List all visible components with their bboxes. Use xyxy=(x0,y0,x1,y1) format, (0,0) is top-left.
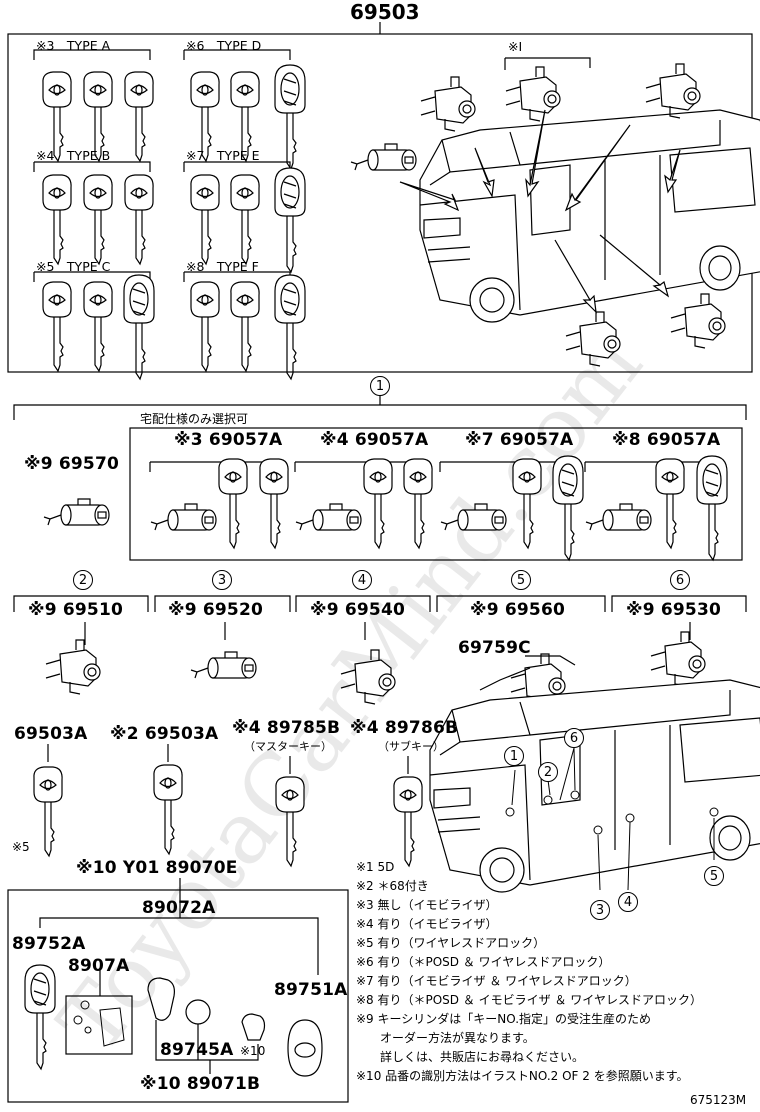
top-part-number: 69503 xyxy=(350,0,420,24)
callout-circle: 6 xyxy=(564,728,584,748)
note-line: ※1 5D xyxy=(356,860,395,874)
part-number: ※2 69503A xyxy=(110,724,219,744)
key-type-label: ※6 TYPE D xyxy=(186,38,262,53)
note-line: オーダー方法が異なります。 xyxy=(356,1031,535,1045)
part-number: ※9 69570 xyxy=(24,454,120,474)
note-line: ※4 有り（イモビライザ） xyxy=(356,917,498,931)
part-number: ※9 69540 xyxy=(310,600,406,620)
key-sub-label: （マスターキー） xyxy=(244,740,332,753)
callout-circle: 1 xyxy=(504,746,524,766)
illustration-code: 675123M xyxy=(690,1093,747,1107)
kit-heading: 宅配仕様のみ選択可 xyxy=(140,412,249,426)
note-line: ※8 有り（＊POSD ＆ イモビライザ ＆ ワイヤレスドアロック） xyxy=(356,993,702,1007)
key-sub-label: （サブキー） xyxy=(378,740,444,753)
key-type-label: ※8 TYPE F xyxy=(186,259,259,274)
part-number: ※10 89071B xyxy=(140,1074,261,1094)
note-line: ※7 有り（イモビライザ ＆ ワイヤレスドアロック） xyxy=(356,974,637,988)
note-ref-label: ※10 xyxy=(240,1044,266,1058)
part-number: ※7 69057A xyxy=(465,430,574,450)
callout-circle: 1 xyxy=(370,376,390,396)
part-number: 89072A xyxy=(142,898,216,918)
part-number: ※9 69530 xyxy=(626,600,722,620)
note-line: ※5 有り（ワイヤレスドアロック） xyxy=(356,936,546,950)
note-line: 詳しくは、共販店にお尋ねください。 xyxy=(356,1050,585,1064)
note-ref-label: ※I xyxy=(508,39,523,54)
part-number: ※9 69560 xyxy=(470,600,566,620)
note-ref-label: ※5 xyxy=(12,840,30,854)
callout-circle: 4 xyxy=(618,892,638,912)
key-type-label: ※3 TYPE A xyxy=(36,38,111,53)
part-number: ※4 69057A xyxy=(320,430,429,450)
part-number: 69759C xyxy=(458,638,531,658)
part-number: ※9 69510 xyxy=(28,600,124,620)
part-number: 69503A xyxy=(14,724,88,744)
part-number: 89745A xyxy=(160,1040,234,1060)
callout-circle: 5 xyxy=(704,866,724,886)
note-line: ※6 有り（＊POSD ＆ ワイヤレスドアロック） xyxy=(356,955,611,969)
part-number: ※4 89785B xyxy=(232,718,341,738)
callout-circle: 2 xyxy=(73,570,93,590)
note-line: ※10 品番の識別方法はイラストNO.2 OF 2 を参照願います。 xyxy=(356,1069,689,1083)
part-number: ※4 89786B xyxy=(350,718,459,738)
callout-circle: 5 xyxy=(511,570,531,590)
part-number: ※10 Y01 89070E xyxy=(76,858,238,878)
callout-circle: 2 xyxy=(538,762,558,782)
key-type-label: ※5 TYPE C xyxy=(36,259,111,274)
part-number: 89751A xyxy=(274,980,348,1000)
callout-circle: 4 xyxy=(352,570,372,590)
callout-circle: 3 xyxy=(212,570,232,590)
part-number: ※3 69057A xyxy=(174,430,283,450)
note-line: ※3 無し（イモビライザ） xyxy=(356,898,498,912)
part-number: ※9 69520 xyxy=(168,600,264,620)
notes-list: ※1 5D ※2 ＊68付き ※3 無し（イモビライザ） ※4 有り（イモビライ… xyxy=(356,858,702,1086)
key-type-label: ※4 TYPE B xyxy=(36,148,111,163)
part-number: ※8 69057A xyxy=(612,430,721,450)
key-type-label: ※7 TYPE E xyxy=(186,148,260,163)
note-line: ※9 キーシリンダは「キーNO.指定」の受注生産のため xyxy=(356,1012,652,1026)
callout-circle: 6 xyxy=(670,570,690,590)
part-number: 8907A xyxy=(68,956,130,976)
callout-circle: 3 xyxy=(590,900,610,920)
note-line: ※2 ＊68付き xyxy=(356,879,429,893)
part-number: 89752A xyxy=(12,934,86,954)
